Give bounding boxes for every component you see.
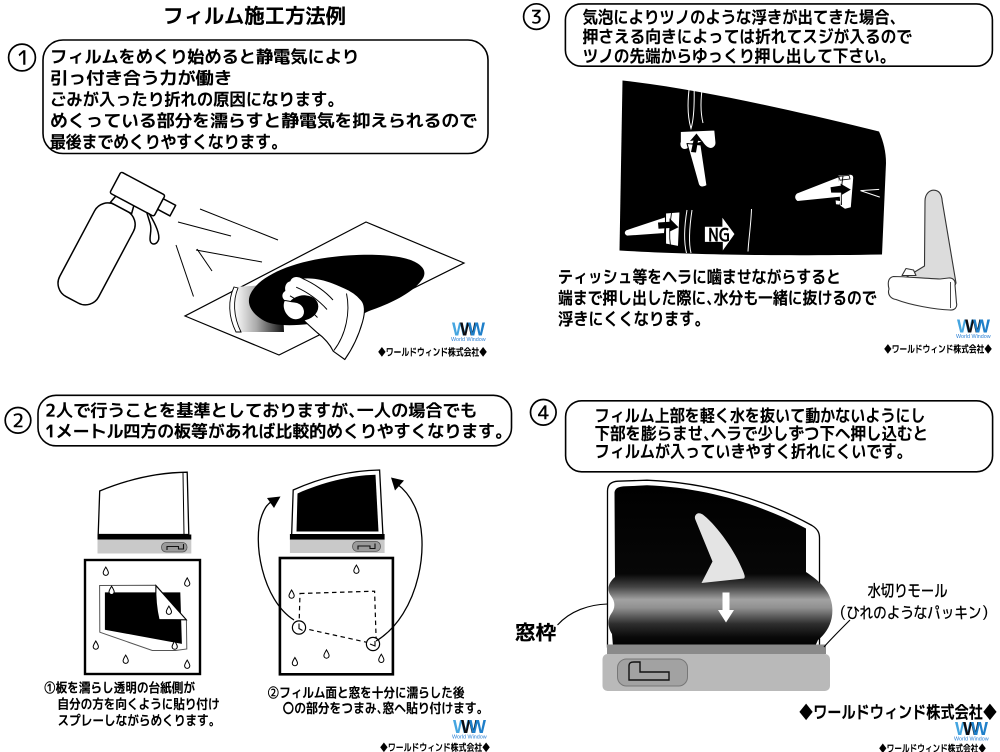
svg-text:W: W	[460, 320, 477, 340]
svg-text:World Window: World Window	[452, 734, 487, 740]
svg-text:W: W	[469, 717, 486, 737]
svg-text:W: W	[963, 719, 980, 739]
svg-text:W: W	[973, 317, 990, 337]
svg-text:W: W	[468, 320, 485, 340]
svg-text:W: W	[461, 717, 478, 737]
svg-text:World Window: World Window	[451, 337, 486, 343]
svg-text:W: W	[965, 317, 982, 337]
svg-text:World Window: World Window	[956, 334, 991, 340]
svg-text:W: W	[955, 719, 972, 739]
svg-text:W: W	[957, 317, 974, 337]
svg-text:W: W	[453, 717, 470, 737]
svg-text:World Window: World Window	[954, 736, 989, 742]
svg-text:W: W	[452, 320, 469, 340]
svg-text:W: W	[971, 719, 988, 739]
